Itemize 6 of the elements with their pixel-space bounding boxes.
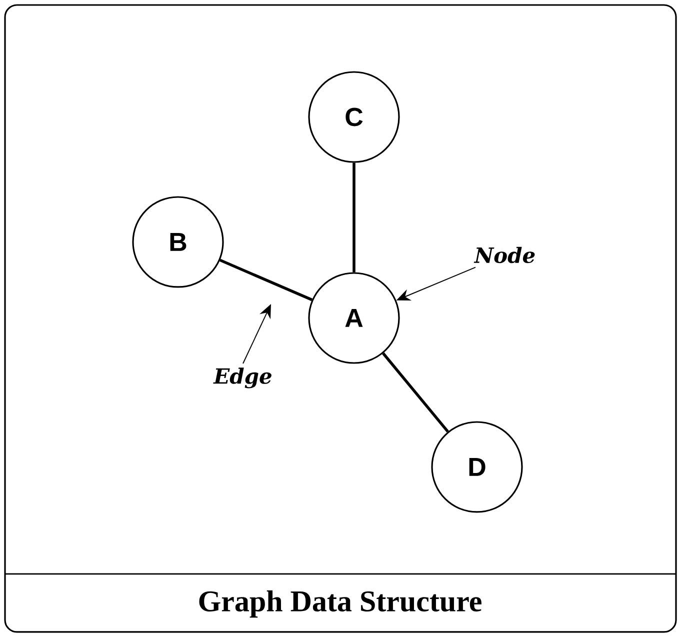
annotation-text: Node xyxy=(474,246,535,264)
annotation-text: Edge xyxy=(213,368,272,388)
connector-line xyxy=(382,352,449,433)
title: Graph Data Structure xyxy=(199,590,482,618)
connector-line xyxy=(220,258,312,302)
connector-line xyxy=(352,162,356,272)
